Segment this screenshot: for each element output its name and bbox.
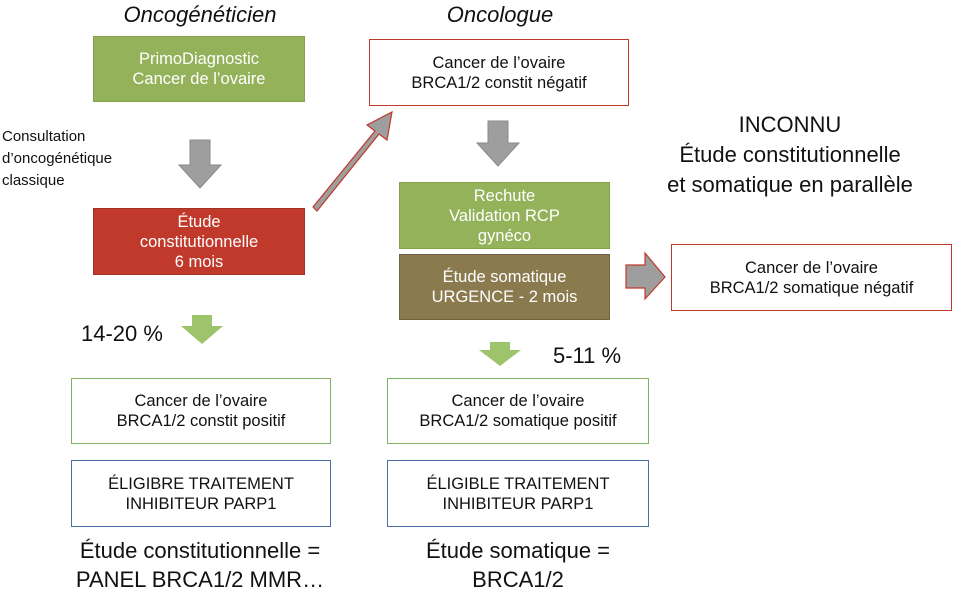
eligible-box-left: ÉLIGIBRE TRAITEMENT INHIBITEUR PARP1 — [71, 460, 331, 527]
relapse-box: Rechute Validation RCP gynéco — [399, 182, 610, 249]
unknown-line-1: INCONNU — [738, 112, 842, 137]
eligible-right-line-2: INHIBITEUR PARP1 — [442, 494, 594, 513]
consultation-line-1: Consultation — [2, 128, 86, 145]
constitutional-study-box: Étude constitutionnelle 6 mois — [93, 208, 305, 275]
bottom-note-left: Étude constitutionnelle = PANEL BRCA1/2 … — [40, 536, 360, 594]
somatic-negative-line-1: Cancer de l’ovaire — [745, 258, 878, 277]
somatic-positive-box: Cancer de l’ovaire BRCA1/2 somatique pos… — [387, 378, 649, 444]
bottom-left-line-1: Étude constitutionnelle = — [79, 538, 321, 563]
eligible-box-right: ÉLIGIBLE TRAITEMENT INHIBITEUR PARP1 — [387, 460, 649, 527]
relapse-line-1: Rechute — [473, 186, 536, 205]
diagonal-arrow — [312, 110, 393, 212]
constit-study-line-1: Étude — [177, 212, 221, 231]
down-arrow-right-top — [475, 120, 521, 167]
right-arrow-somatic-negative — [625, 251, 666, 301]
bottom-note-right: Étude somatique = BRCA1/2 — [368, 536, 668, 594]
constit-positive-line-1: Cancer de l’ovaire — [134, 392, 268, 410]
relapse-line-3: gynéco — [477, 226, 532, 245]
primo-line-2: Cancer de l’ovaire — [132, 70, 266, 88]
constit-positive-box: Cancer de l’ovaire BRCA1/2 constit posit… — [71, 378, 331, 444]
down-arrow-right-green — [479, 342, 521, 366]
somatic-study-line-2: URGENCE - 2 mois — [431, 288, 578, 306]
eligible-left-line-1: ÉLIGIBRE TRAITEMENT — [108, 474, 294, 493]
somatic-negative-line-2: BRCA1/2 somatique négatif — [709, 278, 914, 297]
somatic-negative-box: Cancer de l’ovaire BRCA1/2 somatique nég… — [671, 244, 952, 311]
unknown-line-3: et somatique en parallèle — [667, 172, 913, 197]
constit-positive-line-2: BRCA1/2 constit positif — [116, 412, 286, 430]
unknown-note: INCONNU Étude constitutionnelle et somat… — [630, 110, 950, 200]
somatic-positive-line-2: BRCA1/2 somatique positif — [419, 412, 617, 430]
down-arrow-left-green — [181, 315, 223, 344]
bottom-right-line-2: BRCA1/2 — [472, 567, 564, 592]
constit-negative-line-1: Cancer de l’ovaire — [432, 53, 566, 72]
consultation-note: Consultation d’oncogénétique classique — [2, 126, 112, 192]
eligible-right-line-1: ÉLIGIBLE TRAITEMENT — [426, 474, 610, 493]
constit-study-line-2: constitutionnelle — [139, 232, 259, 251]
oncologue-header: Oncologue — [446, 2, 554, 27]
oncogeneticien-header: Oncogénéticien — [123, 2, 277, 27]
somatic-positive-line-1: Cancer de l’ovaire — [451, 392, 585, 410]
bottom-right-line-1: Étude somatique = — [425, 538, 611, 563]
constit-study-line-3: 6 mois — [174, 252, 224, 271]
down-arrow-left-top — [177, 139, 223, 189]
consultation-line-2: d’oncogénétique — [2, 150, 113, 167]
percentage-left: 14-20 % — [81, 321, 163, 346]
percentage-right: 5-11 % — [553, 343, 622, 368]
bottom-left-line-2: PANEL BRCA1/2 MMR… — [75, 567, 325, 592]
constit-negative-box: Cancer de l’ovaire BRCA1/2 constit négat… — [369, 39, 629, 106]
somatic-study-box: Étude somatique URGENCE - 2 mois — [399, 254, 610, 320]
somatic-study-line-1: Étude somatique — [442, 268, 567, 286]
relapse-line-2: Validation RCP — [449, 206, 560, 225]
eligible-left-line-2: INHIBITEUR PARP1 — [125, 494, 277, 513]
primo-diagnostic-box: PrimoDiagnostic Cancer de l’ovaire — [93, 36, 305, 102]
primo-line-1: PrimoDiagnostic — [138, 50, 260, 68]
unknown-line-2: Étude constitutionnelle — [679, 142, 901, 167]
consultation-line-3: classique — [2, 172, 65, 189]
constit-negative-line-2: BRCA1/2 constit négatif — [411, 73, 587, 92]
